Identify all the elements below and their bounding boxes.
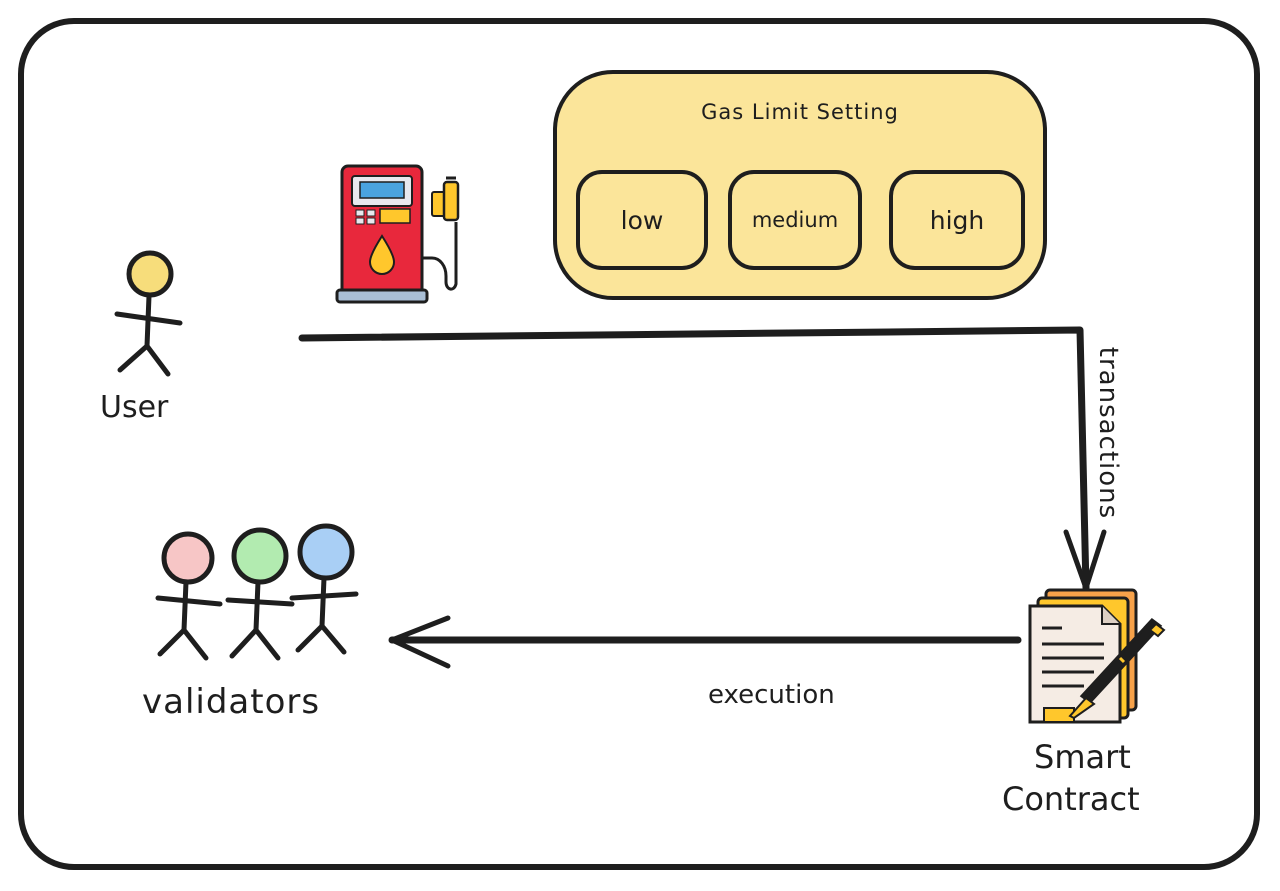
gas-option-label: high [929,205,985,235]
gas-pump-icon [335,164,460,304]
user-label: User [100,390,169,425]
validator-figure-blue [289,523,359,655]
execution-arrow [388,615,1022,669]
user-figure [114,250,183,377]
gas-option-medium[interactable]: medium [728,170,862,270]
gas-option-high[interactable]: high [889,170,1025,270]
transactions-arrow [298,326,1107,592]
diagram-frame [18,18,1260,870]
validators-label: validators [142,682,321,722]
smart-contract-label-line1: Smart [1034,738,1131,776]
gas-option-label: medium [751,208,839,232]
fountain-pen-icon [1068,617,1166,720]
smart-contract-label-line2: Contract [1002,780,1140,818]
validator-figure-pink [155,531,223,661]
validator-figure-green [225,527,295,661]
gas-limit-title: Gas Limit Setting [701,100,899,124]
gas-option-low[interactable]: low [576,170,708,270]
gas-limit-panel: Gas Limit Setting low medium high [553,70,1047,300]
execution-label: execution [708,680,835,710]
gas-option-label: low [620,205,664,235]
transactions-label: transactions [1093,346,1123,520]
